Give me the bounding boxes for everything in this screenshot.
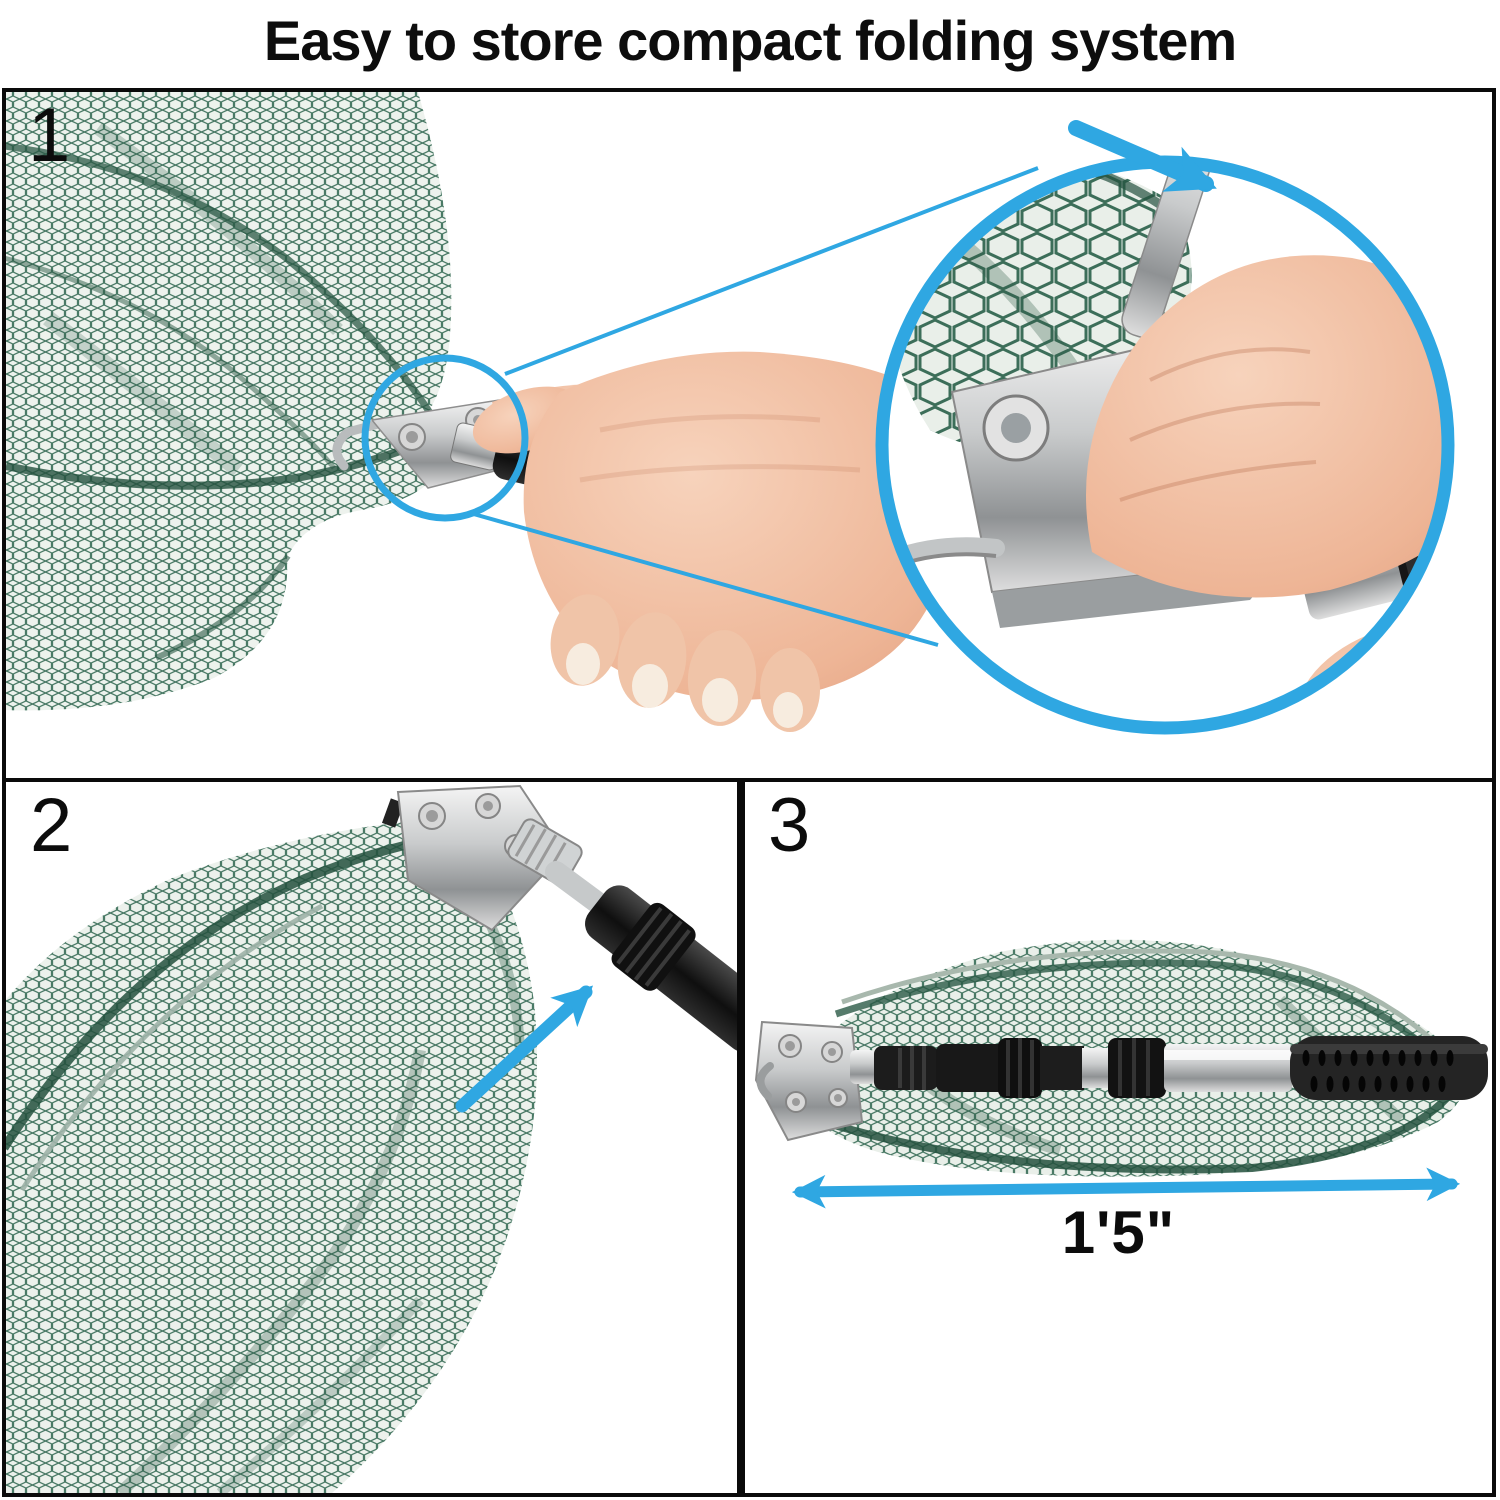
panel-step-1 [2,88,1496,778]
hand-holding-handle-photo [450,351,946,732]
panel-2-photo [6,784,737,1493]
step-number-2: 2 [30,783,73,868]
callout-line-top [504,166,1039,376]
panel-step-3 [741,778,1496,1497]
open-net-photo [6,92,452,711]
folding-joint-photo-3 [754,1020,864,1142]
callout-line-bottom [469,511,939,647]
folded-length-label: 1'5" [1061,1199,1176,1266]
page-title: Easy to store compact folding system [263,9,1237,72]
panel-3-photo [754,939,1488,1209]
pull-out-arrow-icon [455,985,594,1113]
telescopic-handle-photo [850,1036,1488,1100]
step-number-1: 1 [28,93,71,178]
handle-photo-2 [585,885,737,1053]
magnifier-small-circle [361,354,529,522]
folding-joint-photo-2 [381,784,613,932]
length-measure-arrow-icon [791,1167,1461,1209]
panel-step-2 [2,778,741,1497]
press-button-arrow-icon [1068,120,1217,192]
folded-net-photo [6,820,538,1493]
step-number-3: 3 [768,783,811,868]
